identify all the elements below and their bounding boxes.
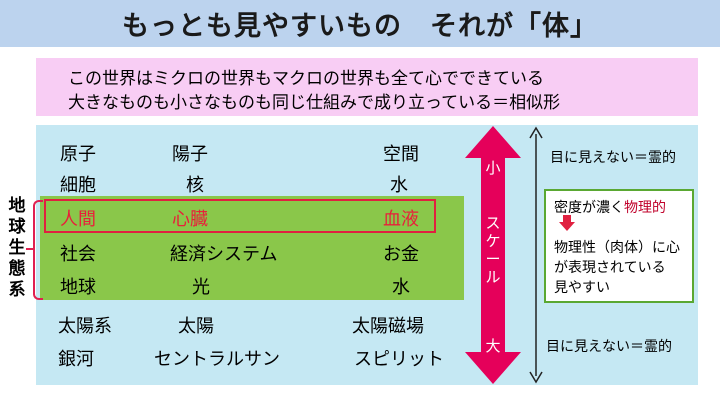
cell-r3-c0: 社会	[60, 244, 96, 265]
note-physical-text: 物理的	[624, 200, 666, 216]
cell-r1-c1: 核	[186, 175, 204, 196]
cell-r5-c1: 太陽	[178, 316, 214, 337]
cell-r4-c2: 水	[392, 277, 410, 298]
note-density-text: 密度が濃く	[554, 200, 624, 216]
cell-r6-c2: スピリット	[354, 349, 444, 370]
scale-double-arrow	[465, 126, 521, 384]
summary-line-2: 大きなものも小さなものも同じ仕組みで成り立っている＝相似形	[68, 93, 561, 113]
bracket-tick	[26, 248, 35, 250]
cell-r3-c1: 経済システム	[170, 244, 278, 265]
physical-note-box: 密度が濃く物理的 物理性（肉体）に心 が表現されている 見やすい	[544, 189, 694, 303]
cell-r3-c2: お金	[383, 244, 419, 265]
cell-r6-c0: 銀河	[58, 349, 94, 370]
cell-r5-c2: 太陽磁場	[352, 316, 424, 337]
title-bar	[0, 0, 720, 47]
cell-r2-c2: 血液	[383, 209, 419, 230]
earth-ecosystem-band	[40, 196, 464, 300]
slide-title: もっとも見やすいもの それが「体」	[122, 11, 598, 42]
cell-r6-c1: セントラルサン	[154, 349, 280, 370]
cell-r0-c1: 陽子	[172, 144, 208, 165]
cell-r2-c1: 心臓	[172, 209, 208, 230]
cell-r1-c0: 細胞	[60, 175, 96, 196]
invisible-bottom-label: 目に見えない＝霊的	[546, 339, 672, 355]
range-double-arrow	[529, 126, 543, 384]
cell-r4-c1: 光	[192, 277, 210, 298]
cell-r5-c0: 太陽系	[58, 316, 112, 337]
cell-r1-c2: 水	[390, 175, 408, 196]
note-line-2: 物理性（肉体）に心	[554, 240, 680, 256]
earth-ecosystem-bracket	[33, 200, 43, 300]
cell-r2-c0: 人間	[60, 209, 96, 230]
note-line-4: 見やすい	[554, 280, 610, 296]
note-line-3: が表現されている	[554, 260, 666, 276]
earth-ecosystem-label: 地球生態系	[8, 196, 26, 300]
human-row-highlight	[44, 199, 436, 233]
cell-r0-c0: 原子	[60, 144, 96, 165]
note-line-1: 密度が濃く物理的	[554, 197, 666, 217]
invisible-top-label: 目に見えない＝霊的	[550, 150, 676, 166]
cell-r4-c0: 地球	[60, 277, 96, 298]
scale-middle-label: スケール	[485, 214, 501, 286]
arrow-down-icon	[559, 215, 575, 231]
cell-r0-c2: 空間	[383, 144, 419, 165]
summary-line-1: この世界はミクロの世界もマクロの世界も全て心でできている	[68, 69, 544, 89]
summary-box: この世界はミクロの世界もマクロの世界も全て心でできている 大きなものも小さなもの…	[36, 58, 698, 116]
